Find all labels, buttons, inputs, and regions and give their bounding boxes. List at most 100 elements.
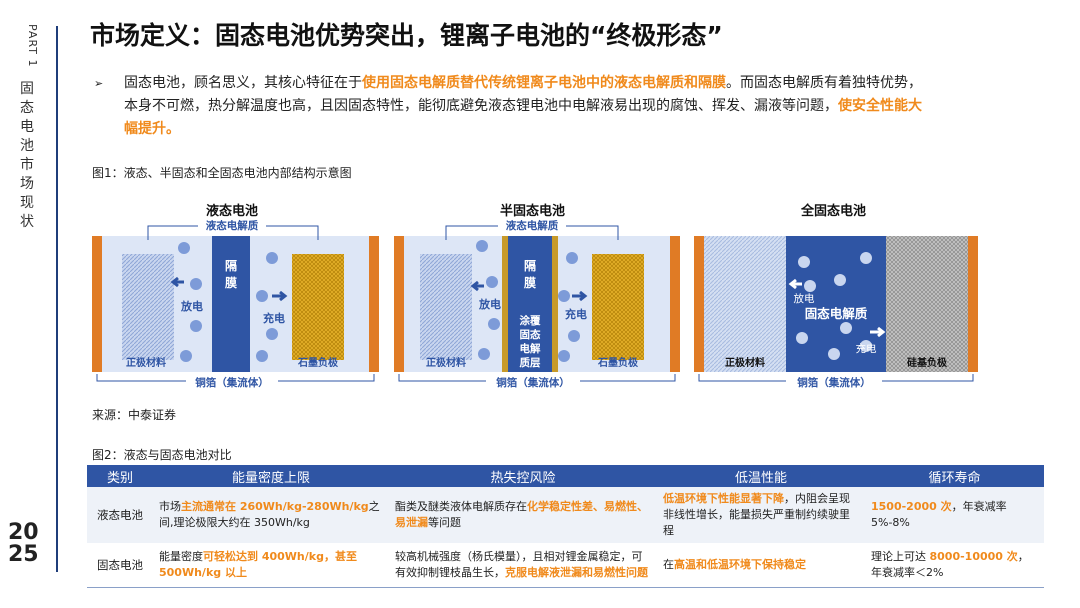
cell-text: 之间,理论极限大约在 350Wh/kg	[159, 500, 380, 529]
section-char: 场	[20, 176, 34, 192]
discharge-arrow-icon	[170, 276, 184, 288]
cell-thermal: 酯类及醚类液体电解质存在化学稳定性差、易燃性、易泄漏等问题	[389, 487, 657, 543]
separator-label-1: 隔	[524, 258, 536, 273]
figure2-caption: 图2：液态与固态电池对比	[92, 448, 232, 462]
battery-title-semi-solid: 半固态电池	[500, 204, 566, 219]
cell-energy: 能量密度可轻松达到 400Wh/kg，甚至 500Wh/kg 以上	[153, 543, 389, 588]
discharge-label: 放电	[794, 292, 815, 305]
coating-label: 电解	[520, 342, 541, 355]
cathode-material	[420, 254, 472, 360]
section-char: 状	[20, 214, 34, 230]
charge-label: 充电	[263, 311, 285, 325]
anode-label: 硅基负极	[907, 356, 948, 369]
silicon-anode	[886, 236, 968, 372]
collector-left	[394, 236, 404, 372]
intro-seg: 。而固态电解质有着独特优势，本身不可燃，热分解温度也高，且因固态特性，能彻底避免…	[124, 75, 922, 114]
part-label: PART 1	[26, 24, 39, 68]
section-name: 固 态 电 池 市 场 现 状	[18, 80, 36, 232]
cell-highlight: 低温环境下性能显著下降	[663, 492, 784, 505]
liquid-battery: 放电 充电 隔 膜 正极材料 石墨负极 液态电解质 铜箔（集流体）	[92, 219, 379, 389]
graphite-anode	[592, 254, 644, 360]
battery-title-solid: 全固态电池	[801, 204, 867, 219]
header-low-temp: 低温性能	[657, 465, 865, 487]
anode-label: 石墨负极	[297, 356, 339, 369]
separator	[212, 236, 250, 372]
header-thermal-runaway: 热失控风险	[389, 465, 657, 487]
cell-cycle: 1500-2000 次，年衰减率 5%-8%	[865, 487, 1044, 543]
lithium-ions	[796, 252, 872, 360]
discharge-arrow-icon	[470, 280, 484, 292]
cell-text: 较高机械强度（杨氏模量），且相对锂金属稳定，可有效抑制锂枝晶生长，	[395, 549, 643, 579]
sidebar: PART 1 固 态 电 池 市 场 现 状 20 25	[0, 0, 58, 608]
charge-arrow-icon	[572, 290, 588, 302]
cathode-label: 正极材料	[126, 356, 166, 369]
collector-label: 铜箔（集流体）	[496, 376, 570, 389]
cell-text: 等问题	[428, 516, 461, 529]
charge-label: 充电	[565, 307, 587, 321]
cell-cycle: 理论上可达 8000-10000 次，年衰减率＜2%	[865, 543, 1044, 588]
section-char: 态	[20, 100, 34, 116]
cell-highlight: 可轻松达到 400Wh/kg，甚至 500Wh/kg 以上	[159, 549, 357, 579]
discharge-label: 放电	[180, 299, 203, 313]
cell-text: ，年衰减率 5%-8%	[871, 500, 1007, 529]
coating-right	[552, 236, 558, 372]
coating-left	[502, 236, 508, 372]
lithium-ions	[476, 240, 580, 362]
cell-text: ，年衰减率＜2%	[871, 549, 1029, 579]
electrolyte-label: 液态电解质	[206, 219, 259, 232]
electrolyte-bracket	[147, 225, 319, 240]
collector-right	[968, 236, 978, 372]
table-row: 液态电池 市场主流通常在 260Wh/kg-280Wh/kg之间,理论极限大约在…	[87, 487, 1044, 543]
figure1-caption: 图1：液态、半固态和全固态电池内部结构示意图	[92, 166, 352, 180]
cell-highlight: 1500-2000 次	[871, 500, 952, 513]
cell-energy: 市场主流通常在 260Wh/kg-280Wh/kg之间,理论极限大约在 350W…	[153, 487, 389, 543]
intro-highlight: 使安全性能大幅提升。	[124, 98, 922, 137]
cell-text: 理论上可达	[871, 549, 930, 563]
battery-structure-diagram: 放电 充电 隔 膜 正极材料 石墨负极 液态电解质 铜箔（集流体） 放电 充电 …	[92, 219, 978, 389]
cell-text: 在	[663, 557, 674, 571]
coating-label: 质层	[520, 356, 541, 369]
section-char: 现	[20, 195, 34, 211]
cell-highlight: 克服电解液泄漏和易燃性问题	[505, 565, 648, 579]
sidebar-divider	[56, 26, 58, 572]
cathode-label: 正极材料	[426, 356, 466, 369]
separator	[508, 236, 552, 372]
cathode-material	[122, 254, 174, 360]
collector-right	[670, 236, 680, 372]
cell-lowtemp: 在高温和低温环境下保持稳定	[657, 543, 865, 588]
cell-highlight: 高温和低温环境下保持稳定	[674, 557, 806, 571]
collector-bracket	[398, 374, 676, 382]
cell-text: 酯类及醚类液体电解质存在	[395, 500, 527, 513]
cathode-material	[704, 236, 786, 372]
section-char: 市	[20, 157, 34, 173]
figure1-source: 来源：中泰证券	[92, 408, 177, 422]
solid-electrolyte-label: 固态电解质	[805, 306, 868, 321]
charge-arrow-icon	[870, 326, 886, 338]
table-row: 固态电池 能量密度可轻松达到 400Wh/kg，甚至 500Wh/kg 以上 较…	[87, 543, 1044, 588]
section-char: 电	[20, 119, 34, 135]
year-top: 20	[8, 520, 39, 545]
intro-text: 固态电池，顾名思义，其核心特征在于使用固态电解质替代传统锂离子电池中的液态电解质…	[124, 72, 924, 141]
header-category: 类别	[87, 465, 153, 487]
cell-text: 能量密度	[159, 549, 203, 563]
intro-highlight: 使用固态电解质替代传统锂离子电池中的液态电解质和隔膜	[362, 75, 726, 91]
lithium-ions	[178, 242, 278, 362]
cell-highlight: 主流通常在 260Wh/kg-280Wh/kg	[181, 500, 369, 513]
collector-bracket	[698, 374, 974, 382]
table-header-row: 类别 能量密度上限 热失控风险 低温性能 循环寿命	[87, 465, 1044, 487]
battery-title-liquid: 液态电池	[206, 204, 259, 219]
section-char: 固	[20, 81, 34, 97]
electrolyte-bracket	[445, 225, 619, 240]
collector-label: 铜箔（集流体）	[797, 376, 871, 389]
cell-lowtemp: 低温环境下性能显著下降，内阻会呈现非线性增长，能量损失严重制约续驶里程	[657, 487, 865, 543]
collector-label: 铜箔（集流体）	[195, 376, 269, 389]
cell-highlight: 8000-10000 次	[929, 549, 1018, 563]
separator-label-2: 膜	[524, 275, 536, 290]
graphite-anode	[292, 254, 344, 360]
year-bottom: 25	[8, 542, 39, 567]
header-energy-density: 能量密度上限	[153, 465, 389, 487]
charge-arrow-icon	[272, 290, 288, 302]
collector-right	[369, 236, 379, 372]
solid-battery: 放电 充电 固态电解质 正极材料 硅基负极 铜箔（集流体）	[694, 236, 978, 389]
cathode-label: 正极材料	[725, 356, 765, 369]
